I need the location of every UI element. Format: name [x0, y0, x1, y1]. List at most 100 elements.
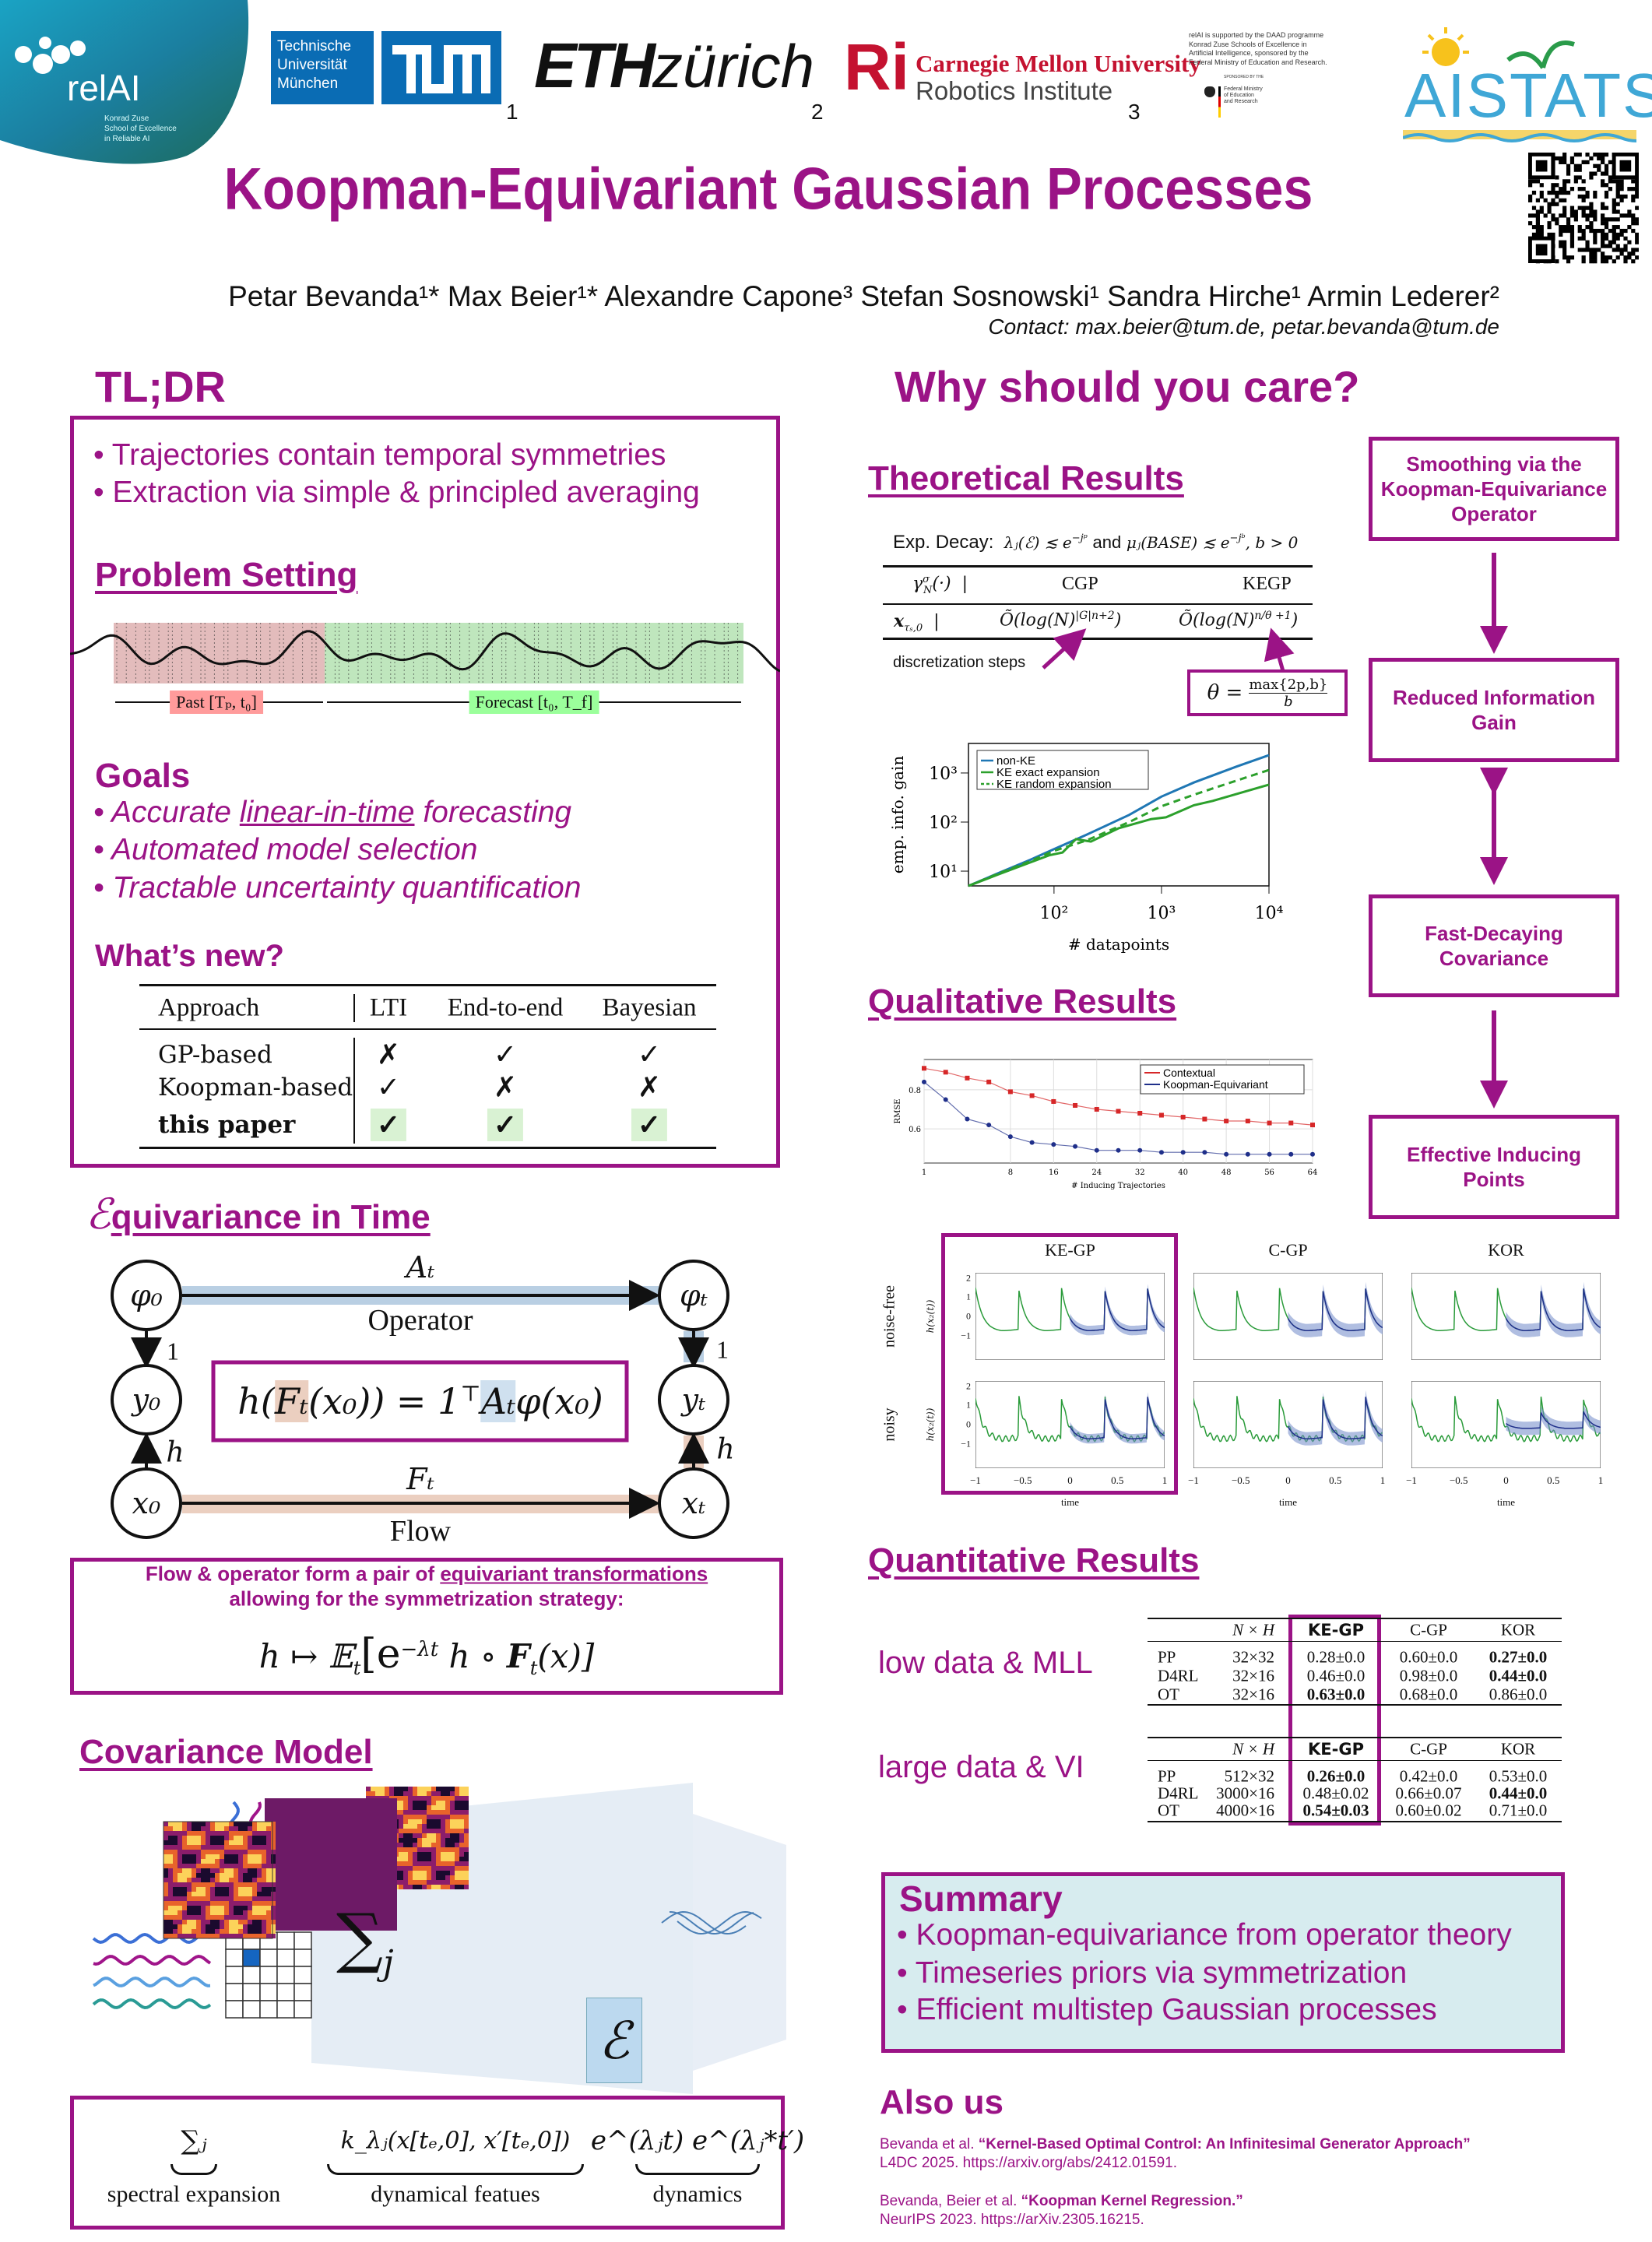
affil-3: 3 — [1128, 100, 1141, 124]
gram-cell — [276, 1949, 295, 1967]
koopman-operator-block: ℰ — [586, 1998, 642, 2083]
gram-cell — [242, 1949, 261, 1967]
panel-x-tick: −1 — [1188, 1474, 1199, 1486]
ke-gp-highlight — [941, 1233, 1178, 1495]
data-point — [1245, 1151, 1250, 1157]
panel-title: KE-GP — [1045, 1240, 1095, 1260]
table-cell: 0.98±0.0 — [1399, 1666, 1458, 1685]
low-data-label: low data & MLL — [878, 1646, 1093, 1680]
mean-prediction — [1287, 1288, 1383, 1331]
node-phi0: φ₀ — [130, 1278, 163, 1313]
gram-cell — [259, 1949, 278, 1967]
summary-box — [881, 1872, 1565, 2053]
flow-label: Flow — [389, 1515, 452, 1548]
observable-h-left: h — [166, 1436, 185, 1469]
gram-cell — [259, 1966, 278, 1984]
legend-label: Koopman-Equivariant — [1163, 1078, 1268, 1091]
node-xt: xₜ — [681, 1486, 706, 1520]
poster-title: Koopman-Equivariant Gaussian Processes — [223, 156, 1313, 223]
panel-x-tick: 1 — [1162, 1474, 1168, 1486]
goal-item: • Tractable uncertainty quantification — [93, 871, 582, 905]
gram-cell — [293, 2000, 312, 2019]
data-point — [986, 1123, 992, 1128]
kernel-term-0: ∑ⱼ — [181, 2125, 207, 2156]
cmu-dept: Robotics Institute — [916, 76, 1113, 105]
symmetrization-text: Flow & operator form a pair of equivaria… — [145, 1562, 708, 1586]
gram-cell — [242, 1983, 261, 2001]
table-cell-mark: ✓ — [376, 1071, 401, 1104]
past-label: Past [Tₚ, t₀] — [170, 691, 263, 714]
aistats-logo: AISTATS — [1403, 21, 1652, 146]
problem-setting-figure — [70, 623, 780, 703]
tldr-bullet: • Trajectories contain temporal symmetri… — [93, 438, 666, 472]
qr-code[interactable] — [1528, 153, 1639, 266]
legend-label: non-KE — [996, 754, 1035, 768]
kernel-term-label: dynamics — [652, 2181, 743, 2207]
bound-table-corner: γσN(·) | — [912, 574, 968, 596]
table-row-label: GP-based — [158, 1041, 272, 1069]
data-point — [1310, 1123, 1315, 1128]
table-cell: 32×32 — [1232, 1647, 1274, 1667]
covariance-heading: Covariance Model — [79, 1733, 373, 1771]
node-yt: yₜ — [681, 1383, 706, 1417]
table-cell: 0.71±0.0 — [1489, 1801, 1548, 1820]
mean-prediction — [1069, 1288, 1165, 1331]
annotation-arrows — [1042, 627, 1295, 672]
data-point — [1202, 1116, 1207, 1122]
x-tick-label: 56 — [1264, 1168, 1274, 1177]
table-header: N × H — [1232, 1739, 1274, 1759]
table-header: KOR — [1500, 1739, 1536, 1759]
table-header: KOR — [1500, 1620, 1536, 1639]
data-point — [965, 1116, 970, 1122]
symmetrization-box — [70, 1558, 783, 1695]
table-header: Approach — [158, 993, 260, 1022]
data-point — [1158, 1150, 1164, 1155]
gram-cell — [293, 1966, 312, 1984]
panel-x-label: time — [1496, 1496, 1516, 1508]
gram-cell — [276, 1966, 295, 1984]
table-cell: 0.46±0.0 — [1306, 1666, 1366, 1685]
x-tick-label: 1 — [922, 1168, 926, 1177]
table-cell: OT — [1158, 1685, 1179, 1704]
trajectory-wave — [93, 1954, 212, 1966]
reference-item[interactable]: Bevanda, Beier et al. “Koopman Kernel Re… — [880, 2193, 1243, 2228]
table-cell: 0.60±0.0 — [1399, 1647, 1458, 1667]
readout-one-right: 1 — [716, 1335, 729, 1364]
panel-x-tick: −0.5 — [1449, 1474, 1468, 1486]
kegp-bound: Õ(log(N)n/θ +1) — [1179, 610, 1299, 631]
table-cell: 0.68±0.0 — [1399, 1685, 1458, 1704]
panel-x-tick: −0.5 — [1231, 1474, 1250, 1486]
prediction-panel — [975, 1381, 1165, 1468]
y-axis-label: RMSE — [894, 1099, 902, 1124]
panel-x-tick: 0 — [1285, 1474, 1291, 1486]
authors: Petar Bevanda¹* Max Beier¹* Alexandre Ca… — [228, 280, 1499, 312]
panel-title: C-GP — [1268, 1240, 1308, 1260]
covariance-figure — [92, 1783, 786, 2094]
uncertainty-band — [1506, 1404, 1601, 1436]
tldr-heading: TL;DR — [95, 362, 226, 411]
panel-y-tick: 2 — [966, 1272, 971, 1284]
projection-shape — [693, 1814, 786, 2071]
y-tick-label: 0.8 — [909, 1087, 921, 1095]
gram-cell — [259, 1983, 278, 2001]
table-cell-mark: ✗ — [493, 1071, 518, 1104]
table-cell: 0.44±0.0 — [1489, 1666, 1548, 1685]
x-tick-label: 64 — [1308, 1168, 1318, 1177]
comparison-table — [139, 984, 716, 1149]
cgp-bound: Õ(log(N)|G|n+2) — [1000, 610, 1122, 631]
table-header: C-GP — [1410, 1739, 1447, 1759]
table-cell: 0.26±0.0 — [1306, 1766, 1366, 1786]
x-tick-label: 10² — [1039, 904, 1068, 923]
reference-item[interactable]: Bevanda et al. “Kernel-Based Optimal Con… — [880, 2136, 1471, 2171]
x-tick-label: 16 — [1049, 1168, 1059, 1177]
table-cell-mark: ✓ — [370, 1109, 407, 1141]
table-rule — [1148, 1641, 1562, 1642]
underbrace — [327, 2164, 584, 2175]
mean-prediction — [1069, 1397, 1165, 1439]
mean-prediction — [1287, 1397, 1383, 1439]
x-tick-label: 48 — [1221, 1168, 1232, 1177]
table-header: LTI — [369, 993, 408, 1022]
data-point — [922, 1079, 926, 1084]
